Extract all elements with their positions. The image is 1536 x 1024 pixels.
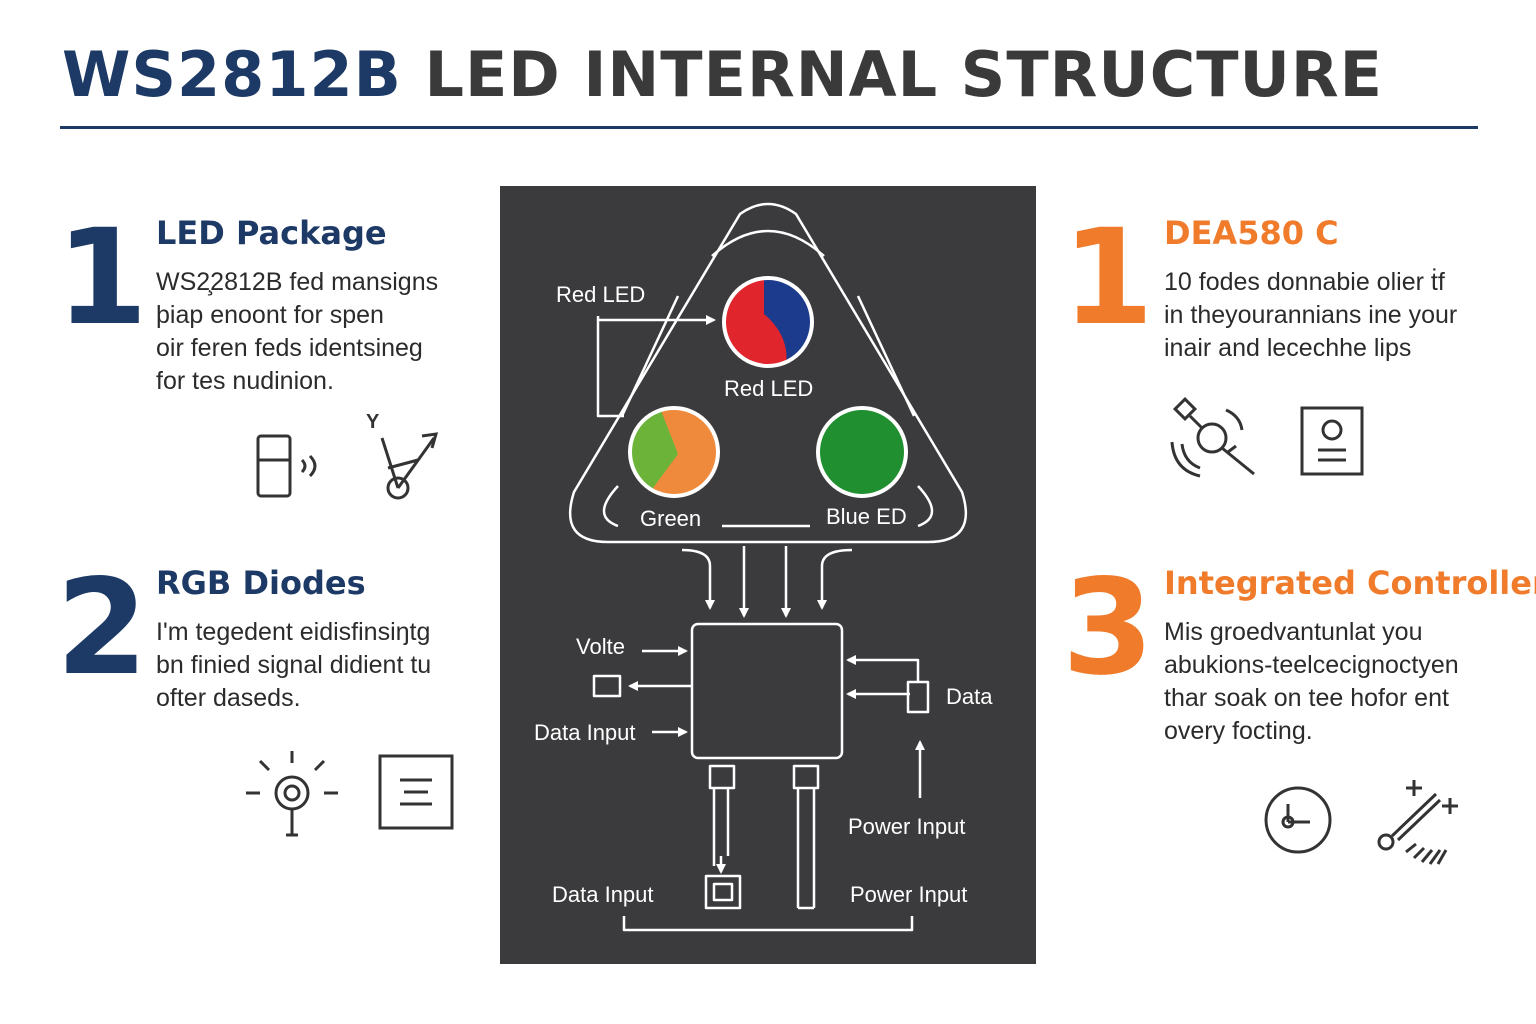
inner-arc: [620, 295, 680, 417]
body-line: Mis groedvantunlat you: [1164, 618, 1423, 646]
svg-text:Y: Y: [366, 411, 380, 433]
body-line: abukions-teelcecignoctyen: [1164, 651, 1459, 679]
data-input-left-label: Data Input: [534, 720, 636, 745]
section-heading-integrated-controller: Integrated Controller: [1164, 564, 1536, 602]
data-right-label: Data: [946, 684, 993, 709]
red-led-pointer: [596, 316, 624, 418]
blue-led: [816, 406, 908, 498]
section-heading-dea580: DEA580 C: [1164, 214, 1339, 252]
led-package-outline: [568, 202, 968, 544]
body-line: in theyourannians ine your: [1164, 301, 1458, 329]
bottom-bracket: [622, 916, 914, 932]
green-led: [628, 406, 720, 498]
data-pad: [906, 680, 930, 714]
body-line: 10 fodes donnabie olier ṫf: [1164, 268, 1445, 296]
controller-chip: [690, 622, 844, 760]
red-led-outer-label: Red LED: [556, 282, 645, 307]
id-card-icon: [1300, 406, 1364, 476]
section-body-integrated-controller: Mis groedvantunlat you abukions-teelceci…: [1164, 616, 1459, 748]
inner-arc: [856, 295, 916, 417]
body-line: for tes nudinion.: [156, 367, 334, 395]
body-line: bn finied signal didient tu: [156, 651, 432, 679]
inner-arc: [917, 485, 934, 528]
section-heading-rgb-diodes: RGB Diodes: [156, 564, 366, 602]
red-blue-led: [722, 276, 814, 368]
pin-left: [708, 764, 736, 790]
section-number-led-package: 1: [56, 201, 148, 355]
green-label: Green: [640, 506, 701, 531]
inner-arc: [602, 485, 619, 528]
body-line: ofter daseds.: [156, 684, 301, 712]
output-pad: [592, 674, 622, 698]
data-right-line: [846, 655, 920, 682]
section-heading-led-package: LED Package: [156, 214, 387, 252]
body-line: oir feren feds identsineg: [156, 334, 423, 362]
section-number-rgb-diodes: 2: [56, 551, 148, 705]
data-input-bottom-label: Data Input: [552, 882, 654, 907]
title-part-2: LED INTERNAL STRUCTURE: [401, 38, 1383, 111]
body-line: þiap enoont for spen: [156, 301, 384, 329]
volte-label: Volte: [576, 634, 625, 659]
data-input-pad: [704, 874, 742, 910]
document-icon: [378, 754, 454, 830]
section-body-rgb-diodes: I'm tegedent eidisfinsiŋtg bn finied sig…: [156, 616, 431, 715]
device-icon: [256, 434, 317, 498]
blue-label: Blue ED: [826, 504, 907, 529]
inner-arc: [711, 229, 825, 257]
body-line: thar soak on tee hofor ent: [1164, 684, 1449, 712]
magnifier-icon: [1170, 396, 1255, 478]
title-part-1: WS2812B: [62, 38, 402, 111]
pin-right: [792, 764, 820, 790]
body-line: overy focting.: [1164, 717, 1313, 745]
section-number-dea580: 1: [1062, 201, 1154, 355]
section-body-dea580: 10 fodes donnabie olier ṫf in theyourann…: [1164, 266, 1457, 365]
section-body-led-package: WS2̧2812B fed mansigns þiap enoont for s…: [156, 266, 438, 398]
power-input-right-label: Power Input: [848, 814, 965, 839]
body-line: inair and lecechhe lips: [1164, 334, 1412, 362]
page-title: WS2812B LED INTERNAL STRUCTURE: [62, 38, 1383, 111]
bulb-icon: [246, 751, 338, 837]
section-number-integrated-controller: 3: [1062, 551, 1154, 705]
diagram-panel: Red LED Red LED Green Blue ED Volte Data…: [500, 186, 1036, 964]
tool-icon: [1377, 780, 1458, 865]
title-underline: [60, 126, 1478, 129]
led-structure-diagram: Red LED Red LED Green Blue ED Volte Data…: [534, 202, 993, 932]
antenna-icon: Y: [366, 411, 439, 500]
red-led-inner-label: Red LED: [724, 376, 813, 401]
body-line: WS2̧2812B fed mansigns: [156, 268, 439, 296]
body-line: I'm tegedent eidisfinsiŋtg: [156, 618, 431, 646]
power-input-bottom-label: Power Input: [850, 882, 967, 907]
clock-icon: [1264, 786, 1332, 854]
